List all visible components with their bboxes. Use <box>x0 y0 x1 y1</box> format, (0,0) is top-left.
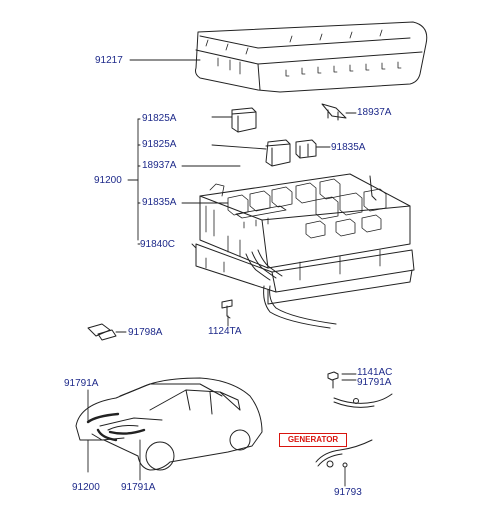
relay-91825a-lower-drawing <box>265 139 291 167</box>
leader-lines <box>87 59 357 487</box>
callout-91791a-car-top: 91791A <box>64 378 99 389</box>
car-silhouette-drawing <box>75 377 263 471</box>
callout-91200-fuse-box: 91200 <box>94 175 122 186</box>
fuse-91835a-drawing <box>295 139 317 159</box>
callout-91791a-car-bottom: 91791A <box>121 482 156 493</box>
generator-tag-label: GENERATOR <box>287 435 339 444</box>
generator-cable-drawing <box>315 439 373 468</box>
fuse-18937a-drawing <box>321 103 347 121</box>
clip-91798a-drawing <box>87 323 117 341</box>
callout-18937a-top: 18937A <box>357 107 392 118</box>
callout-91798a: 91798A <box>128 327 163 338</box>
callout-91793: 91793 <box>334 487 362 498</box>
fuse-box-cover-drawing <box>195 21 428 93</box>
generator-tag: GENERATOR <box>279 433 347 447</box>
callout-1124ta: 1124TA <box>208 326 242 337</box>
callout-91835a-right: 91835A <box>331 142 366 153</box>
screw-1124ta-drawing <box>221 299 233 319</box>
ground-cable-drawing <box>333 393 393 408</box>
callout-91217-cover: 91217 <box>95 55 123 66</box>
callout-18937a: 18937A <box>142 160 177 171</box>
callout-1141ac: 1141AC <box>357 367 393 378</box>
callout-91791a-right: 91791A <box>357 377 392 388</box>
fuse-box-body-drawing <box>195 173 415 329</box>
callout-91825a-upper: 91825A <box>142 113 177 124</box>
callout-91200-car: 91200 <box>72 482 100 493</box>
callout-91825a-lower: 91825A <box>142 139 177 150</box>
bolt-1141ac-drawing <box>327 371 339 389</box>
callout-91835a: 91835A <box>142 197 177 208</box>
relay-91825a-upper-drawing <box>231 107 257 133</box>
callout-91840c: 91840C <box>140 239 176 250</box>
